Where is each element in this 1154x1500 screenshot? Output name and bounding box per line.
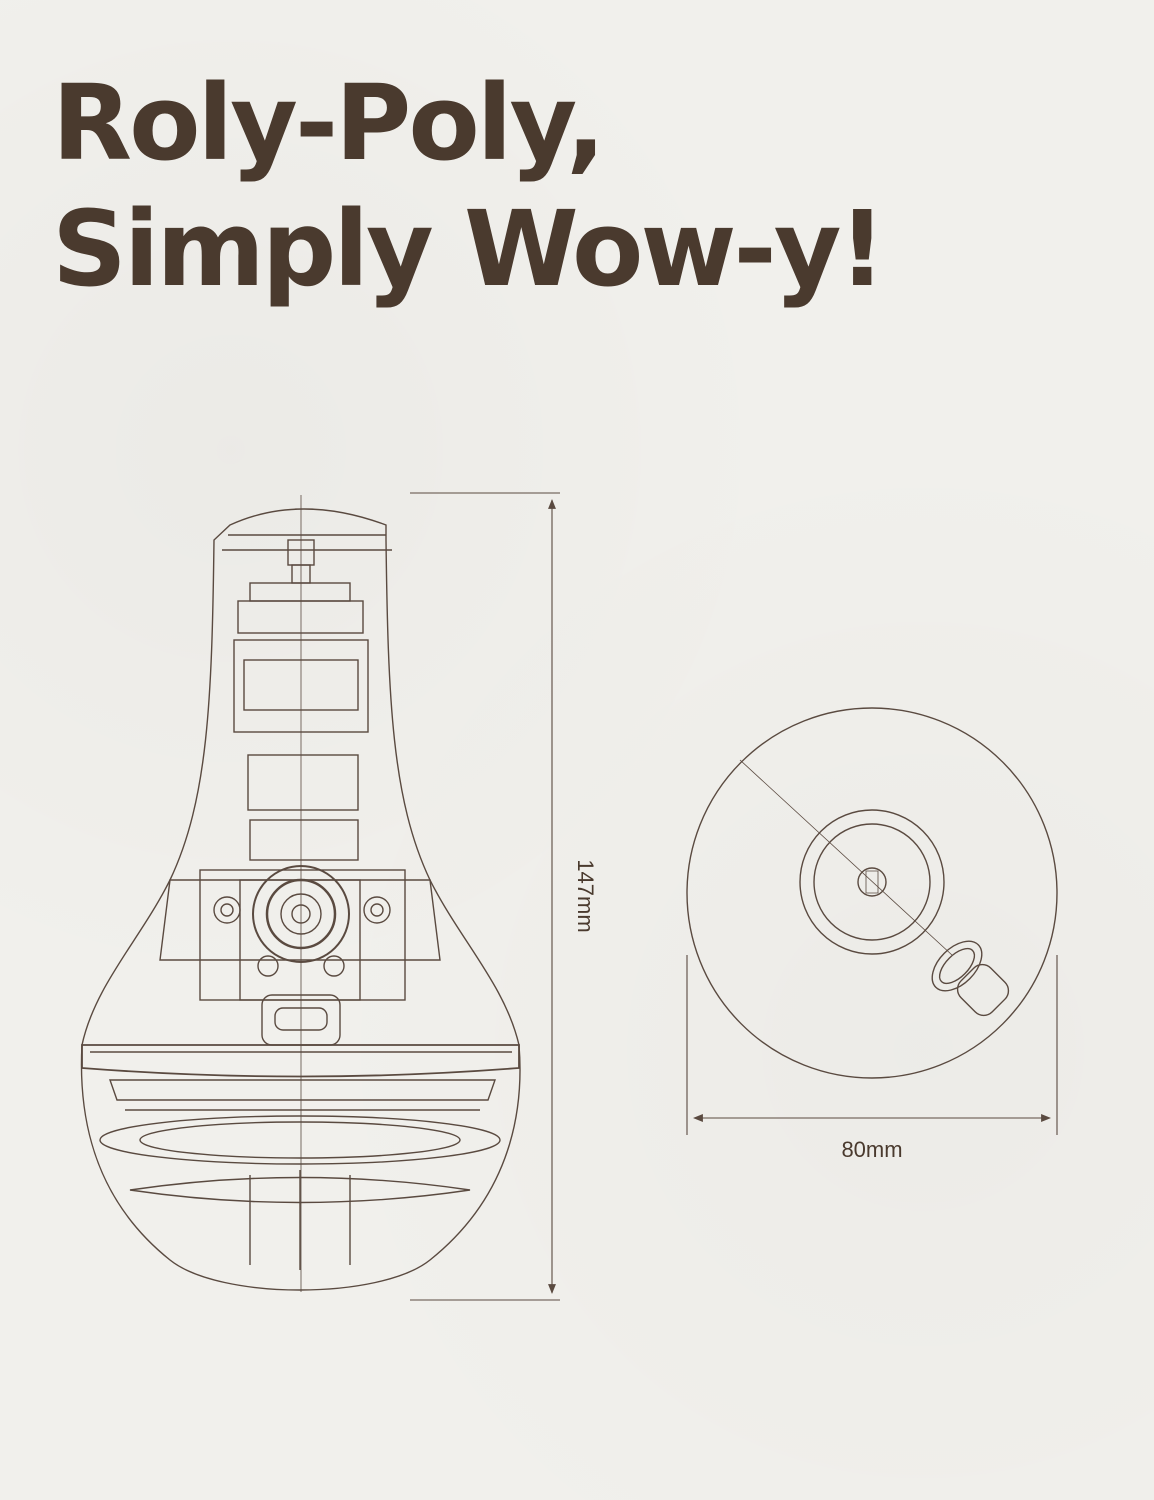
switch-tab <box>956 963 1010 1017</box>
base-circle <box>686 707 1058 1079</box>
side-view <box>80 495 521 1292</box>
headline-line-2: Simply Wow-y! <box>52 188 886 310</box>
width-dimension <box>686 955 1058 1135</box>
center-hole <box>857 867 887 897</box>
height-label: 147mm <box>573 859 598 932</box>
headline: Roly-Poly, Simply Wow-y! <box>52 60 886 312</box>
lower-disc <box>99 1115 501 1165</box>
gear-ring <box>252 865 350 963</box>
height-dimension <box>410 492 560 1301</box>
body-outline <box>80 508 521 1291</box>
width-label: 80mm <box>841 1137 902 1162</box>
rim <box>81 1044 520 1078</box>
headline-line-1: Roly-Poly, <box>52 62 606 184</box>
top-view <box>686 707 1058 1079</box>
button-ring <box>931 940 983 992</box>
